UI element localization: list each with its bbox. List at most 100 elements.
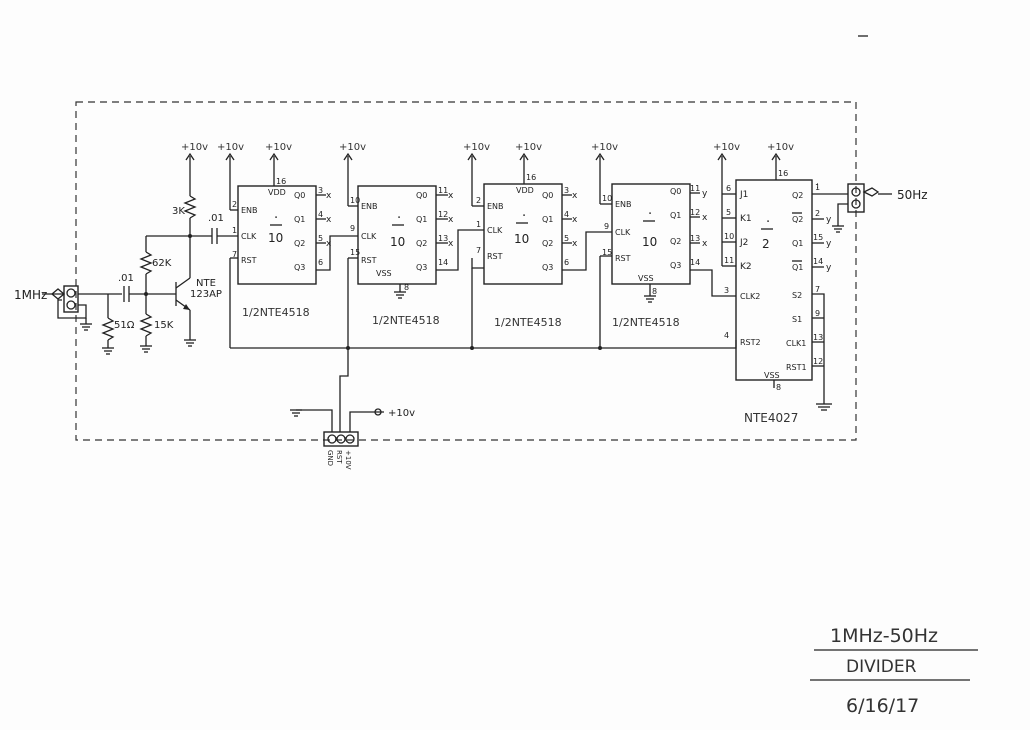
- input-jack-pin: [66, 300, 76, 310]
- ext-supply-label: +10v: [388, 408, 415, 419]
- input-label: 1MHz: [14, 288, 47, 302]
- pin-label: VDD: [268, 188, 286, 197]
- pin-num: 2: [232, 200, 237, 209]
- nc-mark: x: [448, 239, 454, 249]
- pin-label: K2: [740, 262, 752, 272]
- rst-line: [339, 348, 349, 432]
- pin-label: VSS: [764, 371, 780, 380]
- pin-label: J1: [739, 190, 748, 200]
- y-mark: y: [826, 239, 832, 249]
- pin-num: 16: [276, 177, 286, 186]
- nc-mark: x: [702, 239, 708, 249]
- pin-label: CLK: [487, 226, 503, 235]
- pin-num: 9: [815, 309, 820, 318]
- pin-num: 1: [476, 220, 481, 229]
- pin-label: ENB: [615, 200, 632, 209]
- pin-num: 16: [778, 169, 788, 178]
- pin-num: 2: [476, 196, 481, 205]
- transistor-arrow-icon: [183, 304, 190, 310]
- pin-label: CLK1: [786, 339, 806, 348]
- pin-num: 8: [776, 383, 781, 392]
- pin-num: 9: [604, 222, 609, 231]
- pin-num: 5: [318, 234, 323, 243]
- supply-label: +10v: [265, 142, 292, 153]
- pin-label: Q2: [294, 239, 305, 248]
- chip-3-divisor: 10: [514, 232, 529, 246]
- chip-4-body: [611, 183, 691, 285]
- cap-couple-label: .01: [208, 213, 224, 224]
- input-ground-return: [57, 299, 87, 319]
- pin-label: Q1: [792, 263, 803, 272]
- header-pin: [327, 434, 337, 444]
- pin-label: Q1: [416, 215, 427, 224]
- output-ground-wire: [837, 203, 848, 226]
- pin-label: Q2: [416, 239, 427, 248]
- pin-label: CLK: [241, 232, 257, 241]
- resistor-3k-label: 3K: [172, 206, 185, 217]
- pin-label: Q1: [792, 239, 803, 248]
- y-mark: y: [702, 189, 708, 199]
- supply-label: +10v: [767, 142, 794, 153]
- input-jack: [63, 285, 79, 313]
- pin-label: VSS: [638, 274, 654, 283]
- enclosure-outline: [75, 101, 857, 441]
- pin-label: S1: [792, 315, 802, 324]
- output-label: 50Hz: [897, 188, 928, 202]
- pin-num: 6: [318, 258, 323, 267]
- pin-num: 16: [526, 173, 536, 182]
- pin-label: VSS: [376, 269, 392, 278]
- supply-label: +10v: [591, 142, 618, 153]
- pin-label: K1: [740, 214, 752, 224]
- pin-num: 5: [726, 208, 731, 217]
- pin-label: Q2: [792, 191, 803, 200]
- pin-num: 14: [813, 257, 823, 266]
- output-jack: [847, 183, 865, 213]
- pin-num: 9: [350, 224, 355, 233]
- pin-num: 4: [724, 331, 729, 340]
- transistor-label: NTE: [196, 278, 216, 289]
- pin-num: 5: [564, 234, 569, 243]
- pin-label: CLK: [615, 228, 631, 237]
- output-tick: :: [816, 181, 819, 191]
- carry-wire-3: [562, 231, 612, 271]
- nc-mark: x: [326, 215, 332, 225]
- pin-num: 10: [602, 194, 612, 203]
- transistor-collector-leg: [175, 277, 191, 289]
- chip-2-divisor: 10: [390, 235, 405, 249]
- pin-num: 13: [690, 234, 700, 243]
- header-pin-label: GND: [326, 450, 334, 466]
- pin-num: 7: [232, 250, 237, 259]
- y-mark: y: [826, 215, 832, 225]
- carry-wire-1: [316, 235, 358, 271]
- header-pin-label: +10V: [344, 450, 352, 470]
- pin-label: Q2: [670, 237, 681, 246]
- pin-label: RST2: [740, 338, 761, 347]
- carry-wire-4: [690, 269, 736, 297]
- pin-label: Q0: [670, 187, 681, 196]
- pin-label: RST: [487, 252, 503, 261]
- header-pin: [345, 434, 355, 444]
- pin-num: 7: [476, 246, 481, 255]
- pin-label: Q3: [670, 261, 681, 270]
- supply-label: +10v: [515, 142, 542, 153]
- supply-label: +10v: [339, 142, 366, 153]
- supply-label: +10v: [181, 142, 208, 153]
- divide-icon: ·: [648, 207, 652, 222]
- header-pin-label: RST: [335, 450, 343, 464]
- chip-3-label: 1/2NTE4518: [494, 316, 562, 329]
- supply-label: +10v: [463, 142, 490, 153]
- pin-num: 14: [438, 258, 448, 267]
- pin-num: 4: [564, 210, 569, 219]
- divide-icon: ·: [274, 211, 278, 226]
- chip-2-body: [357, 185, 437, 285]
- gnd-line: [296, 409, 333, 432]
- pin-label: RST: [615, 254, 631, 263]
- pin-num: 11: [438, 186, 448, 195]
- input-jack-pin: [66, 288, 76, 298]
- nc-mark: x: [326, 191, 332, 201]
- pin-num: 4: [318, 210, 323, 219]
- pin-num: 13: [813, 333, 823, 342]
- resistor-15k: [139, 313, 153, 337]
